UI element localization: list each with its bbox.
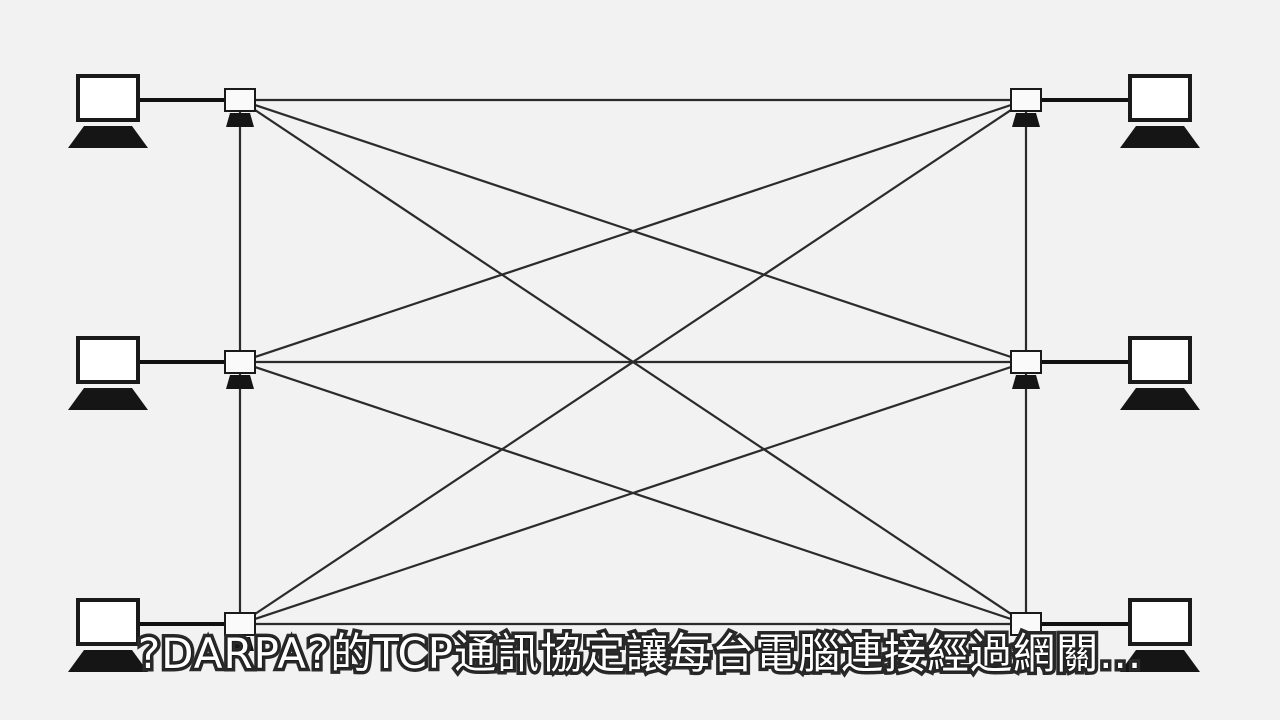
link-l2-r1	[238, 98, 1028, 364]
gateway-box	[1010, 350, 1042, 374]
keyboard-base	[68, 388, 148, 410]
gateways-layer	[224, 88, 1042, 651]
gateway-r1	[1010, 88, 1042, 127]
keyboard-base	[1120, 126, 1200, 148]
pc-right-2	[1040, 336, 1200, 410]
pc-right-1	[1040, 74, 1200, 148]
gateway-l2	[224, 350, 256, 389]
subtitle-caption: ?DARPA?的TCP通訊協定讓每台電腦連接經過網關...	[134, 626, 1144, 682]
pc-left-2	[68, 336, 226, 410]
keyboard-base	[68, 126, 148, 148]
gateway-box	[224, 350, 256, 374]
keyboard-base	[1120, 650, 1200, 672]
gateway-box	[1010, 612, 1042, 636]
gateway-box	[224, 88, 256, 112]
gateway-box	[1010, 88, 1042, 112]
pc-right-3	[1040, 598, 1200, 672]
links-layer	[238, 98, 1028, 626]
monitor-screen	[76, 598, 140, 646]
gateway-base	[226, 113, 254, 127]
monitor-screen	[76, 74, 140, 122]
keyboard-base	[1120, 388, 1200, 410]
keyboard-base	[68, 650, 148, 672]
gateway-r3	[1010, 612, 1042, 651]
pc-left-1	[68, 74, 226, 148]
monitor-screen	[1128, 74, 1192, 122]
gateway-r2	[1010, 350, 1042, 389]
gateway-base	[226, 375, 254, 389]
pc-left-3	[68, 598, 226, 672]
gateway-l3	[224, 612, 256, 651]
gateway-base	[1012, 375, 1040, 389]
gateway-base	[1012, 637, 1040, 651]
monitor-screen	[76, 336, 140, 384]
gateway-l1	[224, 88, 256, 127]
gateway-base	[226, 637, 254, 651]
link-l3-r2	[238, 360, 1028, 626]
computers-layer	[68, 74, 1200, 672]
monitor-screen	[1128, 336, 1192, 384]
monitor-screen	[1128, 598, 1192, 646]
link-l3-r1	[238, 98, 1028, 626]
gateway-box	[224, 612, 256, 636]
gateway-base	[1012, 113, 1040, 127]
